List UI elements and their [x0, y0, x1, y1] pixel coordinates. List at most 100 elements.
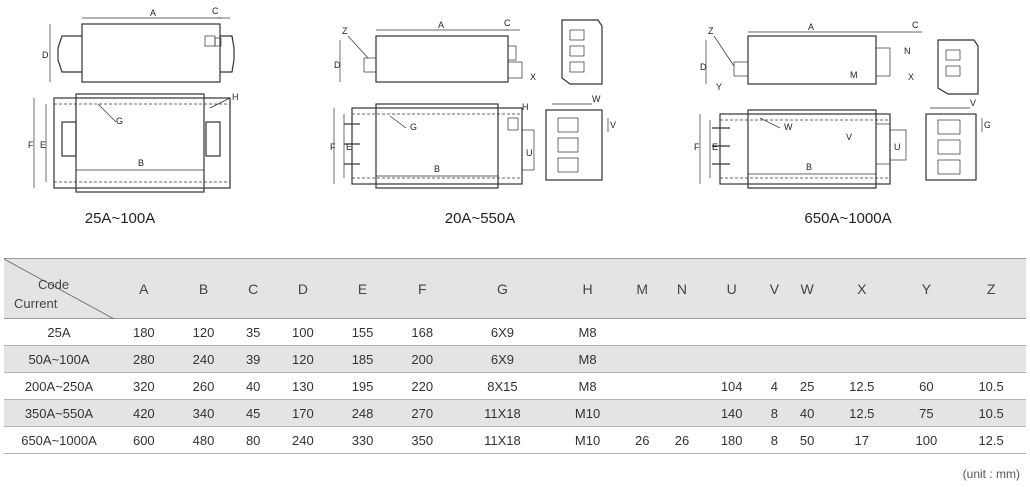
corner-diagonal [4, 259, 114, 319]
table-cell [622, 372, 663, 400]
table-cell: 50 [787, 426, 827, 454]
table-cell: 12.5 [826, 372, 897, 400]
table-cell: 100 [896, 426, 957, 454]
row-current: 50A~100A [4, 345, 114, 373]
table-cell: 168 [392, 318, 453, 346]
dim-label: W [592, 94, 601, 104]
table-cell [956, 318, 1026, 346]
dim-label: E [712, 142, 718, 152]
table-cell: 248 [332, 399, 393, 427]
dim-label: V [846, 132, 852, 142]
dim-label: D [42, 50, 49, 60]
column-header: W [787, 258, 827, 319]
table-cell: 12.5 [826, 399, 897, 427]
column-header: D [273, 258, 333, 319]
table-cell: 8 [761, 426, 788, 454]
table-cell: 26 [662, 426, 702, 454]
dim-label: E [346, 142, 352, 152]
dim-label: G [116, 116, 123, 126]
table-cell: 60 [896, 372, 957, 400]
dim-label: Z [342, 26, 348, 36]
dim-label: M [850, 70, 858, 80]
table-cell: 40 [233, 372, 274, 400]
dim-label: Z [708, 26, 714, 36]
column-header: N [662, 258, 702, 319]
dim-label: F [28, 140, 34, 150]
column-header: C [233, 258, 274, 319]
column-header: B [173, 258, 234, 319]
drawing-20a-550a: A C Z D X G H U F E B W [330, 18, 616, 189]
row-current: 650A~1000A [4, 426, 114, 454]
dim-label: W [784, 122, 793, 132]
table-cell: 270 [392, 399, 453, 427]
dim-label: X [908, 72, 914, 82]
table-cell: 26 [622, 426, 663, 454]
dim-label: G [984, 120, 990, 130]
table-cell: 11X18 [452, 426, 553, 454]
table-cell [896, 318, 957, 346]
table-cell: M10 [552, 426, 623, 454]
table-cell: 600 [114, 426, 174, 454]
dim-label: C [912, 20, 919, 30]
table-cell [701, 318, 762, 346]
table-cell: 35 [233, 318, 274, 346]
table-cell: 120 [273, 345, 333, 373]
table-cell: M8 [552, 345, 623, 373]
table-cell: 350 [392, 426, 453, 454]
table-cell: 80 [233, 426, 274, 454]
table-cell [787, 345, 827, 373]
dim-label: G [410, 122, 417, 132]
caption-650a-1000a: 650A~1000A [804, 210, 892, 227]
table-cell: 320 [114, 372, 174, 400]
table-cell [826, 318, 897, 346]
table-cell [896, 345, 957, 373]
table-cell [662, 399, 702, 427]
unit-note: (unit : mm) [962, 467, 1020, 481]
column-header: M [622, 258, 663, 319]
row-current: 25A [4, 318, 114, 346]
dim-label: H [522, 102, 529, 112]
table-cell [622, 318, 663, 346]
corner-current-label: Current [14, 296, 58, 311]
dim-label: E [40, 140, 46, 150]
table-cell [662, 318, 702, 346]
table-cell [662, 345, 702, 373]
table-cell: 10.5 [956, 372, 1026, 400]
table-cell: 240 [273, 426, 333, 454]
dim-label: X [530, 72, 536, 82]
table-cell: 240 [173, 345, 234, 373]
dim-label: N [904, 46, 911, 56]
table-cell [761, 318, 788, 346]
table-cell: 11X18 [452, 399, 553, 427]
table-cell: 8X15 [452, 372, 553, 400]
table-cell: 130 [273, 372, 333, 400]
table-cell: M8 [552, 372, 623, 400]
dim-label: H [232, 92, 239, 102]
table-cell [622, 345, 663, 373]
table-cell: M8 [552, 318, 623, 346]
dim-label: A [438, 20, 444, 30]
table-cell: 280 [114, 345, 174, 373]
drawing-25a-100a: A C D G H F E B [28, 6, 239, 193]
table-cell: 40 [787, 399, 827, 427]
table-cell: 25 [787, 372, 827, 400]
table-cell: 8 [761, 399, 788, 427]
table-cell [826, 345, 897, 373]
dim-label: B [138, 158, 144, 168]
table-cell: 220 [392, 372, 453, 400]
dim-label: V [610, 120, 616, 130]
row-current: 350A~550A [4, 399, 114, 427]
dim-label: B [806, 162, 812, 172]
table-cell [701, 345, 762, 373]
dim-label: C [212, 6, 219, 16]
column-header: A [114, 258, 174, 319]
table-cell: 12.5 [956, 426, 1026, 454]
caption-20a-550a: 20A~550A [444, 210, 516, 227]
table-cell [956, 345, 1026, 373]
table-cell: 340 [173, 399, 234, 427]
